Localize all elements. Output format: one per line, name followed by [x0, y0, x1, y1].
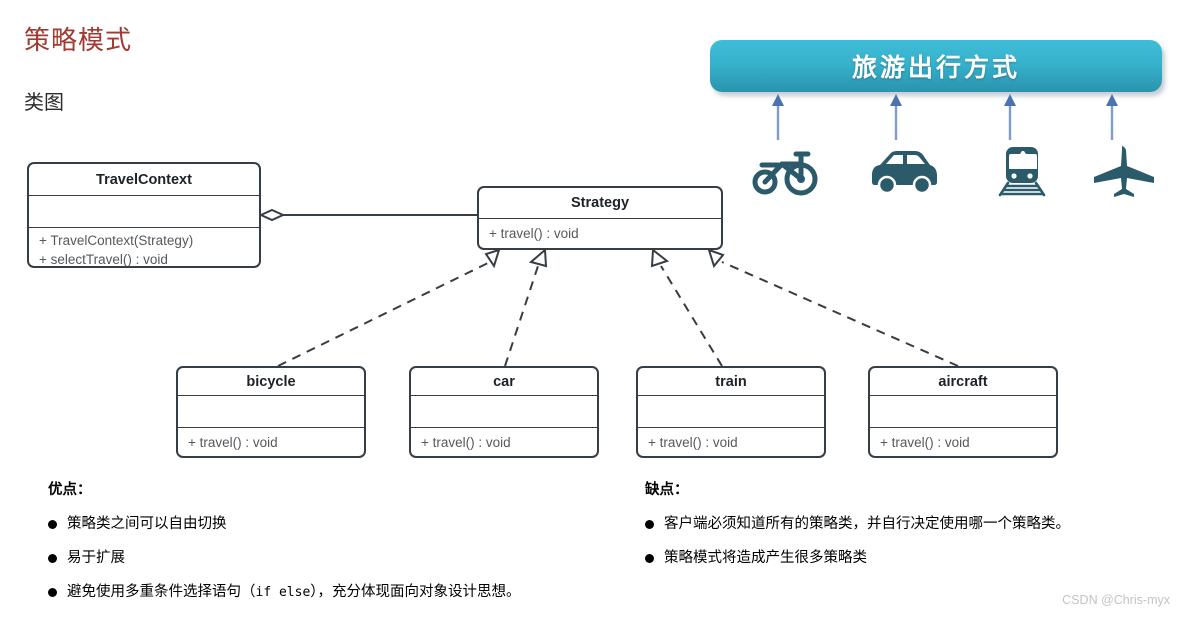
cons-item-text: 策略模式将造成产生很多策略类	[664, 550, 867, 566]
class-name-travelcontext: TravelContext	[29, 164, 259, 196]
list-item: 易于扩展	[48, 548, 628, 568]
operation-row: + travel() : void	[421, 435, 511, 450]
bicycle-icon	[748, 142, 824, 198]
arrow-up-car	[890, 94, 902, 140]
class-operations-train: + travel() : void	[638, 428, 824, 456]
bullet-icon	[48, 588, 57, 597]
uml-class-strategy: Strategy + travel() : void	[477, 186, 723, 250]
cons-heading: 缺点：	[645, 482, 689, 498]
class-name-car: car	[411, 368, 597, 396]
list-item: 避免使用多重条件选择语句（if else），充分体现面向对象设计思想。	[48, 582, 628, 603]
relation-realization-car-strategy	[504, 247, 548, 367]
class-attributes-aircraft	[870, 396, 1056, 428]
list-item: 策略模式将造成产生很多策略类	[645, 548, 1175, 568]
class-attributes-travelcontext	[29, 196, 259, 228]
banner-label: 旅游出行方式	[851, 55, 1020, 82]
pros-item-text: 易于扩展	[67, 550, 125, 566]
bullet-icon	[645, 554, 654, 563]
cons-item-text: 客户端必须知道所有的策略类，并自行决定使用哪一个策略类。	[664, 516, 1070, 532]
bullet-icon	[645, 520, 654, 529]
pros-item-code: if else	[255, 585, 311, 600]
class-operations-car: + travel() : void	[411, 428, 597, 456]
arrow-up-train	[1004, 94, 1016, 140]
pros-item-text: 避免使用多重条件选择语句（if else），充分体现面向对象设计思想。	[67, 582, 521, 603]
bullet-icon	[48, 520, 57, 529]
class-attributes-train	[638, 396, 824, 428]
operation-row: + travel() : void	[188, 435, 278, 450]
pros-heading: 优点：	[48, 482, 92, 498]
operation-row: + TravelContext(Strategy)	[39, 233, 194, 248]
travel-mode-banner: 旅游出行方式	[710, 40, 1162, 92]
pros-item-text: 策略类之间可以自由切换	[67, 516, 227, 532]
list-item: 策略类之间可以自由切换	[48, 514, 628, 534]
cons-section: 缺点： 客户端必须知道所有的策略类，并自行决定使用哪一个策略类。 策略模式将造成…	[645, 478, 1175, 582]
list-item: 客户端必须知道所有的策略类，并自行决定使用哪一个策略类。	[645, 514, 1175, 534]
train-icon	[984, 142, 1060, 198]
arrow-up-bicycle	[772, 94, 784, 140]
airplane-icon	[1086, 142, 1162, 198]
relation-realization-train-strategy	[650, 248, 723, 367]
uml-class-aircraft: aircraft + travel() : void	[868, 366, 1058, 458]
relation-realization-aircraft-strategy	[707, 248, 959, 367]
pros-item-post: ），充分体现面向对象设计思想。	[310, 584, 521, 600]
operation-row: + travel() : void	[880, 435, 970, 450]
pros-section: 优点： 策略类之间可以自由切换 易于扩展 避免使用多重条件选择语句（if els…	[48, 478, 628, 617]
uml-class-travelcontext: TravelContext + TravelContext(Strategy) …	[27, 162, 261, 268]
operation-row: + travel() : void	[648, 435, 738, 450]
class-name-aircraft: aircraft	[870, 368, 1056, 396]
class-operations-bicycle: + travel() : void	[178, 428, 364, 456]
bullet-icon	[48, 554, 57, 563]
relation-aggregation-travelcontext-strategy	[258, 208, 477, 222]
class-operations-strategy: + travel() : void	[479, 219, 721, 248]
uml-class-car: car + travel() : void	[409, 366, 599, 458]
class-name-strategy: Strategy	[479, 188, 721, 219]
arrow-up-airplane	[1106, 94, 1118, 140]
class-attributes-car	[411, 396, 597, 428]
relation-realization-bicycle-strategy	[277, 248, 501, 367]
uml-class-bicycle: bicycle + travel() : void	[176, 366, 366, 458]
operation-row: + travel() : void	[489, 226, 579, 241]
class-name-train: train	[638, 368, 824, 396]
page-subtitle: 类图	[24, 92, 64, 114]
pros-item-pre: 避免使用多重条件选择语句（	[67, 584, 256, 600]
car-icon	[866, 142, 942, 198]
page-title: 策略模式	[24, 26, 133, 55]
class-name-bicycle: bicycle	[178, 368, 364, 396]
class-attributes-bicycle	[178, 396, 364, 428]
class-operations-travelcontext: + TravelContext(Strategy) + selectTravel…	[29, 228, 259, 266]
watermark: CSDN @Chris-myx	[1062, 593, 1170, 607]
operation-row: + selectTravel() : void	[39, 252, 168, 267]
uml-class-train: train + travel() : void	[636, 366, 826, 458]
class-operations-aircraft: + travel() : void	[870, 428, 1056, 456]
